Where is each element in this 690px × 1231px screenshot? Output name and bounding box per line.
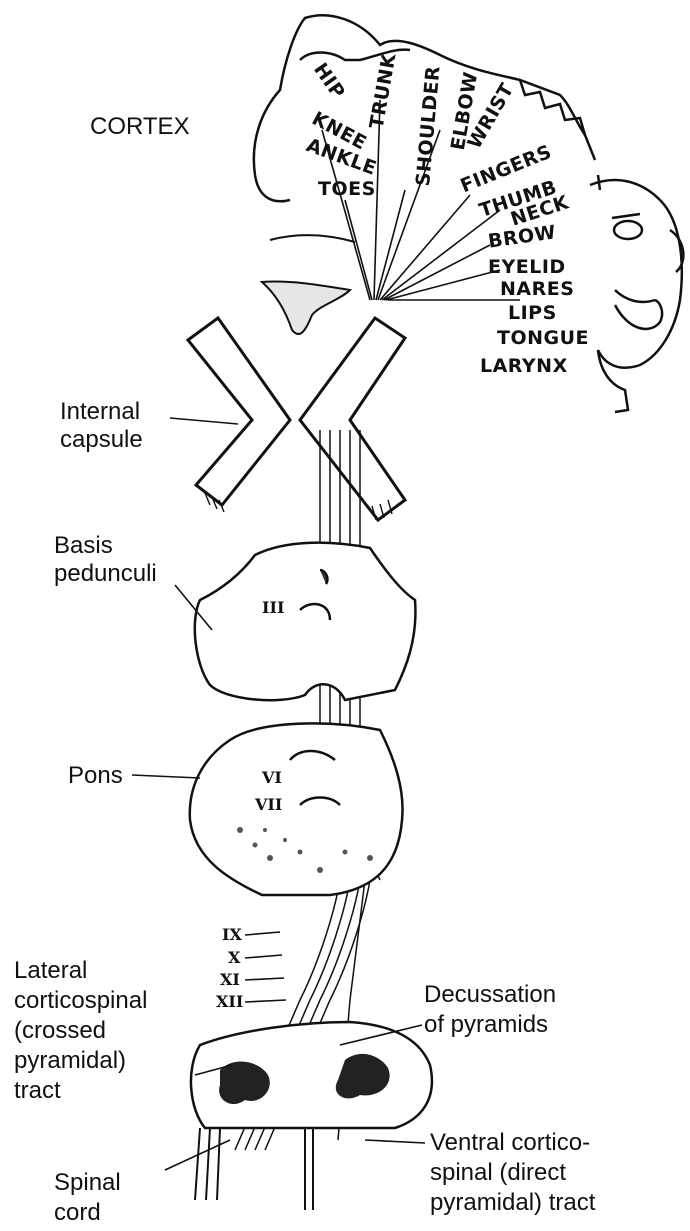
spinal-cord-label: Spinal cord [54, 1168, 121, 1228]
pons-label: Pons [68, 762, 123, 790]
medulla-nerve-roots [245, 932, 286, 1002]
ventricle-shape [262, 235, 355, 334]
internal-capsule-line-2: capsule [60, 426, 143, 454]
decussation-line-1: Decussation [424, 980, 556, 1010]
lateral-tract-line-4: pyramidal) [14, 1046, 147, 1076]
ventral-tract-line-3: pyramidal) tract [430, 1188, 595, 1218]
larynx-label: LARYNX [480, 355, 568, 377]
spinal-cord-line-2: cord [54, 1198, 121, 1228]
cortex-label: CORTEX [90, 113, 190, 141]
toes-label: TOES [318, 178, 376, 200]
ventral-tract-line-2: spinal (direct [430, 1158, 595, 1188]
nares-label: NARES [500, 278, 574, 300]
lateral-tract-line-1: Lateral [14, 956, 147, 986]
lateral-tract-label: Lateral corticospinal (crossed pyramidal… [14, 956, 147, 1106]
decussation-line-2: of pyramids [424, 1010, 556, 1040]
basis-pedunculi-line-1: Basis [54, 532, 157, 560]
decussation-label: Decussation of pyramids [424, 980, 556, 1040]
nerve-xii-label: XII [216, 992, 243, 1011]
lateral-tract-line-5: tract [14, 1076, 147, 1106]
spinal-cord-line-1: Spinal [54, 1168, 121, 1198]
ventral-tract-label: Ventral cortico- spinal (direct pyramida… [430, 1128, 595, 1218]
internal-capsule-label: Internal capsule [60, 398, 143, 454]
lateral-tract-line-2: corticospinal [14, 986, 147, 1016]
internal-capsule-shape [188, 318, 405, 520]
nerve-x-label: X [228, 948, 240, 967]
midbrain-section [195, 543, 416, 701]
tongue-label: TONGUE [497, 327, 589, 349]
nerve-xi-label: XI [220, 970, 240, 989]
eyelid-label: EYELID [488, 256, 566, 278]
nerve-vii-label: VII [255, 795, 282, 814]
lateral-tract-line-3: (crossed [14, 1016, 147, 1046]
basis-pedunculi-line-2: pedunculi [54, 560, 157, 588]
nerve-ix-label: IX [222, 925, 242, 944]
ventral-tract-line-1: Ventral cortico- [430, 1128, 595, 1158]
spinal-roots [195, 1128, 313, 1210]
pons-section [190, 723, 403, 895]
nerve-iii-label: III [262, 598, 284, 617]
internal-capsule-line-1: Internal [60, 398, 143, 426]
lips-label: LIPS [508, 302, 557, 324]
nerve-vi-label: VI [262, 768, 282, 787]
basis-pedunculi-label: Basis pedunculi [54, 532, 157, 588]
